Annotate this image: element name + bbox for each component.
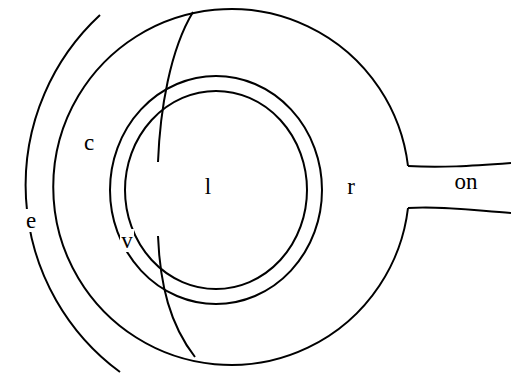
part-label: r <box>346 175 356 198</box>
eyeball-outline <box>53 9 408 365</box>
inner-arc-upper <box>158 12 193 162</box>
part-label: e <box>25 209 37 232</box>
part-label: v <box>120 229 134 252</box>
lens-outer <box>110 76 322 304</box>
part-label: l <box>204 175 212 198</box>
optic-nerve-lower <box>408 207 511 213</box>
optic-nerve-upper <box>408 163 511 167</box>
outer-arc <box>26 15 120 372</box>
part-label: on <box>454 170 479 193</box>
lens-inner <box>125 91 307 289</box>
part-label: c <box>83 131 95 154</box>
